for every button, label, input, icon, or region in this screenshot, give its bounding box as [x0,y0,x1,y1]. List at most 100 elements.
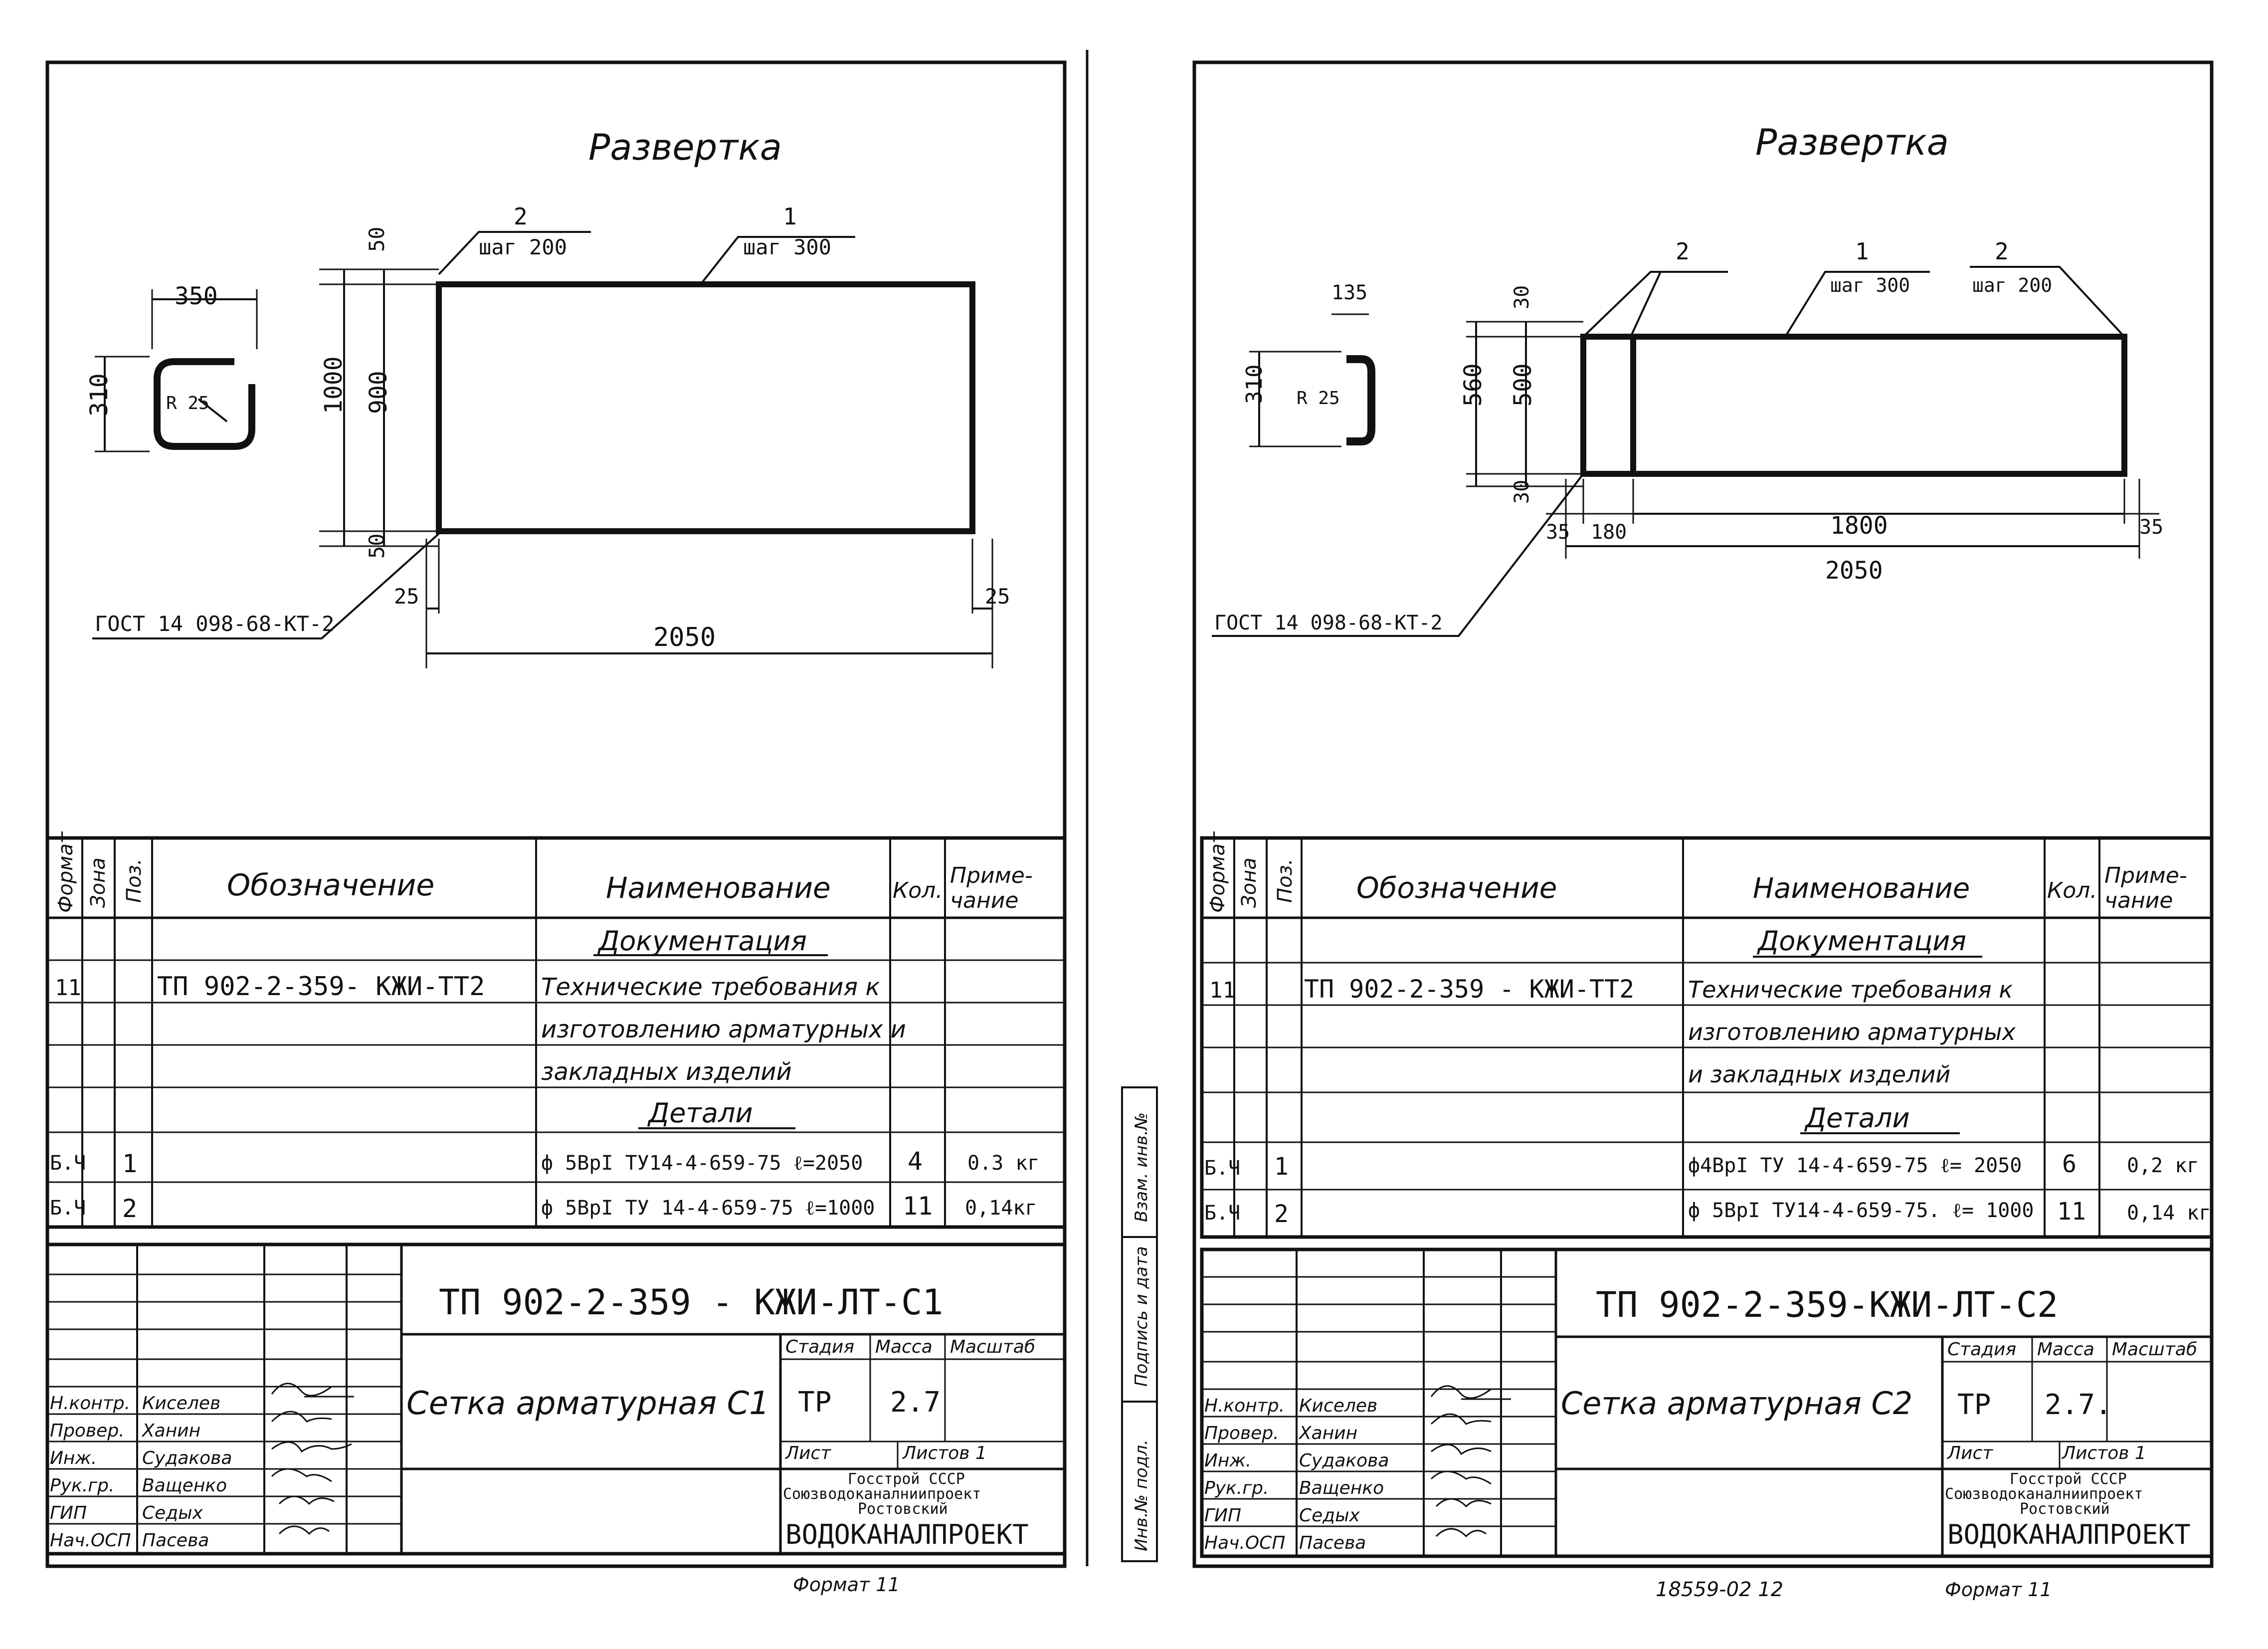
doc-name-1: Технические требования к [541,973,880,1001]
stamp-stage-h: Стадия [785,1337,854,1357]
format-label-2: Формат 11 [1945,1579,2052,1601]
header2-name: Наименование [1753,872,1970,905]
doc2-format: 11 [1209,978,1236,1003]
spec-table-c2 [1121,836,2214,1562]
callout-step-300: шаг 300 [743,235,831,259]
org2-1: Госстрой СССР [2010,1470,2127,1488]
role2-6: Нач.ОСП [1204,1533,1285,1553]
role-4: Рук.гр. [50,1475,114,1496]
d1b-qty: 6 [2062,1150,2077,1178]
section-details: Детали [647,1097,753,1129]
mesh-drawing-c1 [92,231,993,668]
d1b-name: ф4ВрI ТУ 14-4-659-75 ℓ= 2050 [1688,1154,2022,1177]
dim2-180: 180 [1591,521,1627,544]
title-block-text-c2: ТП 902-2-359-КЖИ-ЛТ-С2 Сетка арматурная … [1204,1284,2197,1601]
stamp2-name: Сетка арматурная С2 [1561,1385,1912,1422]
d2-note: 0,14кг [965,1197,1037,1220]
dim2-bot-off: 30 [1511,480,1533,504]
mesh-drawing-c2 [1212,266,2159,637]
dim-left-off: 25 [394,584,419,609]
org2-2: Союзводоканалниипроект [1945,1485,2143,1503]
dim2-section-h: 310 [1242,365,1267,404]
doc2-designation: ТП 902-2-359 - КЖИ-ТТ2 [1304,975,1634,1004]
doc-name-3: закладных изделий [541,1058,792,1086]
stamp-sheet-h: Лист [784,1443,831,1463]
org2-4: ВОДОКАНАЛПРОЕКТ [1947,1519,2191,1550]
d1b-pos: 1 [1274,1153,1289,1181]
role2-1: Н.контр. [1204,1396,1285,1416]
dim2-top-off: 30 [1511,285,1533,309]
doc2-name-2: изготовлению арматурных [1688,1019,2016,1045]
doc-name-2: изготовлению арматурных и [541,1016,906,1043]
title-block-c2 [1200,1247,2214,1558]
dim-top-off: 50 [365,226,389,252]
stamp2-stage-h: Стадия [1947,1339,2016,1360]
header2-note: Приме- [2104,863,2187,888]
d2-format: Б.Ч [50,1197,86,1220]
sheet-left [45,50,1089,1568]
role-6: Нач.ОСП [50,1530,131,1551]
callout2-step-c: шаг 200 [1972,274,2052,296]
gost-ref-2: ГОСТ 14 098-68-КТ-2 [1214,612,1443,634]
side-inv: Инв.№ подл. [1132,1440,1151,1551]
gost-ref: ГОСТ 14 098-68-КТ-2 [95,612,334,636]
spec-table-text-c1: Формат Зона Поз. Обозначение Наименовани… [50,831,1040,1223]
stamp2-code: ТП 902-2-359-КЖИ-ЛТ-С2 [1596,1284,2058,1325]
callout2-step-b: шаг 300 [1830,274,1910,296]
d2b-format: Б.Ч [1204,1202,1240,1225]
dim-right-off: 25 [985,584,1010,609]
dim2-total-w: 2050 [1825,557,1883,585]
role-2: Провер. [50,1421,125,1441]
role-1: Н.контр. [50,1393,130,1414]
stamp-stage: ТР [798,1386,831,1419]
serial-number: 18559-02 12 [1656,1578,1783,1601]
dim-radius: R 25 [166,393,209,413]
spec-table-c1 [45,836,1067,1229]
role2-2: Провер. [1204,1423,1279,1443]
dims-text-c1: 350 310 R 25 1000 900 50 50 25 25 2050 2… [85,203,1010,652]
person2-1: Киселев [1299,1396,1377,1416]
org2-3: Ростовский [2020,1500,2110,1518]
header-pos: Поз. [123,858,146,903]
d1-format: Б.Ч [50,1152,86,1175]
dim-inner-h: 900 [365,371,392,414]
spec-table-text-c2: Формат Зона Поз. Обозначение Наименовани… [1132,831,2211,1551]
header-note-2: чание [950,888,1018,913]
dim2-section-w: 135 [1331,281,1367,304]
d1-name: ф 5ВрI ТУ14-4-659-75 ℓ=2050 [541,1152,863,1175]
stamp-scale-h: Масштаб [950,1337,1035,1357]
stamp2-mass: 2.7. [2045,1389,2112,1421]
doc2-name-3: и закладных изделий [1688,1061,1950,1088]
format-label: Формат 11 [793,1574,900,1596]
person2-4: Ващенко [1299,1478,1384,1498]
dim2-inner-h: 500 [1509,363,1537,407]
dim-section-h: 310 [85,373,113,416]
dim-section-w: 350 [175,282,218,310]
stamp2-mass-h: Масса [2037,1339,2094,1360]
dim2-35a: 35 [1546,521,1570,544]
header2-designation: Обозначение [1356,871,1557,905]
d2b-note: 0,14 кг [2127,1202,2211,1225]
side-signature: Подпись и дата [1132,1246,1151,1387]
dim-total-h: 1000 [320,356,348,414]
dim-bot-off: 50 [365,533,389,559]
role2-4: Рук.гр. [1204,1478,1269,1498]
person2-3: Судакова [1299,1450,1389,1471]
sheet-right [1192,60,2214,1568]
d1-qty: 4 [908,1147,923,1176]
header2-note-2: чание [2104,888,2173,913]
d1-note: 0.3 кг [967,1152,1040,1175]
d2-name: ф 5ВрI ТУ 14-4-659-75 ℓ=1000 [541,1197,875,1220]
d2-pos: 2 [122,1194,137,1223]
callout2-pos-b: 1 [1855,238,1869,265]
title-2: Развертка [1755,121,1949,163]
role-5: ГИП [50,1503,87,1523]
d2b-name: ф 5ВрI ТУ14-4-659-75. ℓ= 1000 [1688,1199,2034,1222]
dims-text-c2: 135 310 R 25 560 500 30 30 35 180 1800 3… [1214,238,2163,634]
doc-format: 11 [55,975,81,1001]
title-block-text-c1: ТП 902-2-359 - КЖИ-ЛТ-С1 Сетка арматурна… [50,1282,1035,1596]
callout2-pos-a: 2 [1676,238,1690,265]
d1-pos: 1 [122,1149,137,1178]
org-1: Госстрой СССР [848,1470,965,1488]
